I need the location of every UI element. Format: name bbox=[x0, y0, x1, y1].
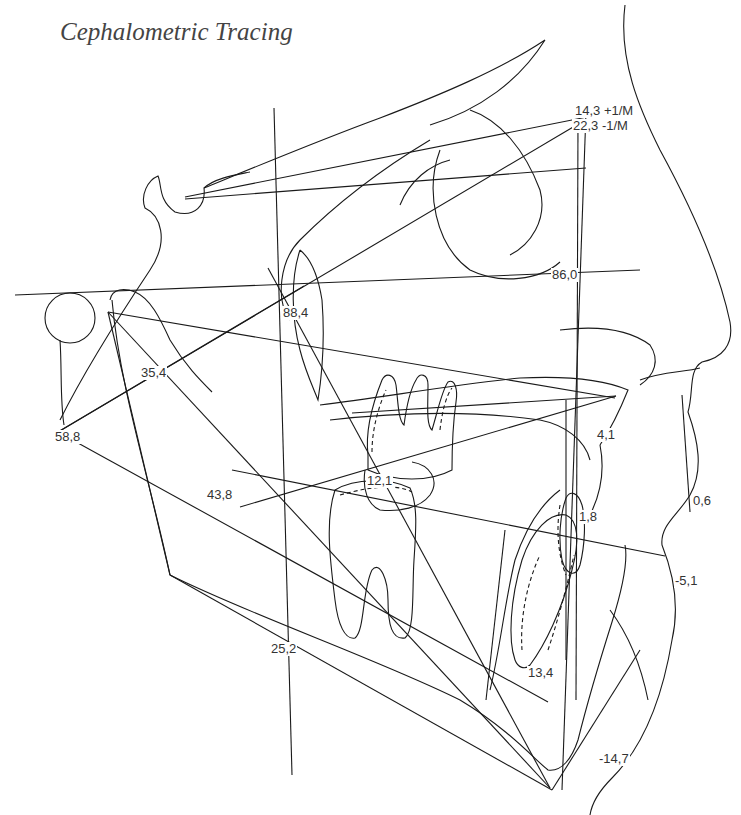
measurement-value: 22,3 -1/M bbox=[572, 119, 629, 133]
measurement-value: 1,8 bbox=[578, 510, 598, 524]
measurement-value: 88,4 bbox=[282, 306, 309, 320]
measurement-value: -14,7 bbox=[598, 752, 630, 766]
measurement-value: 43,8 bbox=[206, 488, 233, 502]
measurement-value: 0,6 bbox=[692, 494, 712, 508]
measurement-value: 12,1 bbox=[366, 474, 393, 488]
measurement-value: 35,4 bbox=[140, 366, 167, 380]
diagram-title: Cephalometric Tracing bbox=[60, 18, 293, 46]
measurement-value: 4,1 bbox=[596, 428, 616, 442]
measurement-value: 14,3 +1/M bbox=[574, 104, 634, 118]
measurement-value: 86,0 bbox=[551, 268, 578, 282]
measurement-value: 58,8 bbox=[54, 430, 81, 444]
measurement-value: 25,2 bbox=[270, 642, 297, 656]
measurement-value: 13,4 bbox=[527, 666, 554, 680]
measurement-value: -5,1 bbox=[674, 574, 698, 588]
